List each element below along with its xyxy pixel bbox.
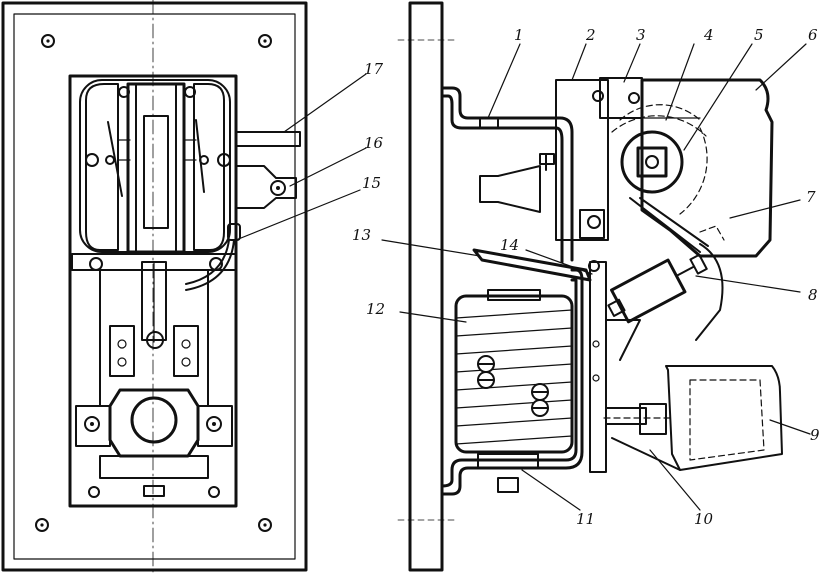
callout-13: 13: [352, 226, 371, 244]
callout-12: 12: [366, 300, 385, 318]
mounting-screw-icon: [35, 34, 272, 532]
callout-17: 17: [364, 60, 384, 78]
callout-5: 5: [754, 26, 764, 44]
callout-6: 6: [808, 26, 818, 44]
callout-8: 8: [808, 286, 818, 304]
callout-labels: 1 2 3 4 5 6 7 8 9 10 11 12 13 14 15 16 1…: [352, 26, 820, 528]
leader-lines: [235, 43, 811, 511]
callout-11: 11: [576, 510, 595, 528]
side-view: [397, 1, 783, 572]
callout-1: 1: [514, 26, 524, 44]
front-view: [1, 0, 308, 576]
callout-4: 4: [703, 26, 714, 44]
callout-14: 14: [500, 236, 519, 254]
side-base-plate: [408, 1, 444, 572]
callout-7: 7: [806, 188, 816, 206]
callout-15: 15: [362, 174, 381, 192]
callout-2: 2: [585, 26, 596, 44]
callout-3: 3: [636, 26, 646, 44]
callout-9: 9: [810, 426, 820, 444]
callout-10: 10: [694, 510, 714, 528]
terminal-screw-icon: [477, 355, 549, 417]
callout-16: 16: [364, 134, 384, 152]
base-plate: [1, 1, 308, 572]
